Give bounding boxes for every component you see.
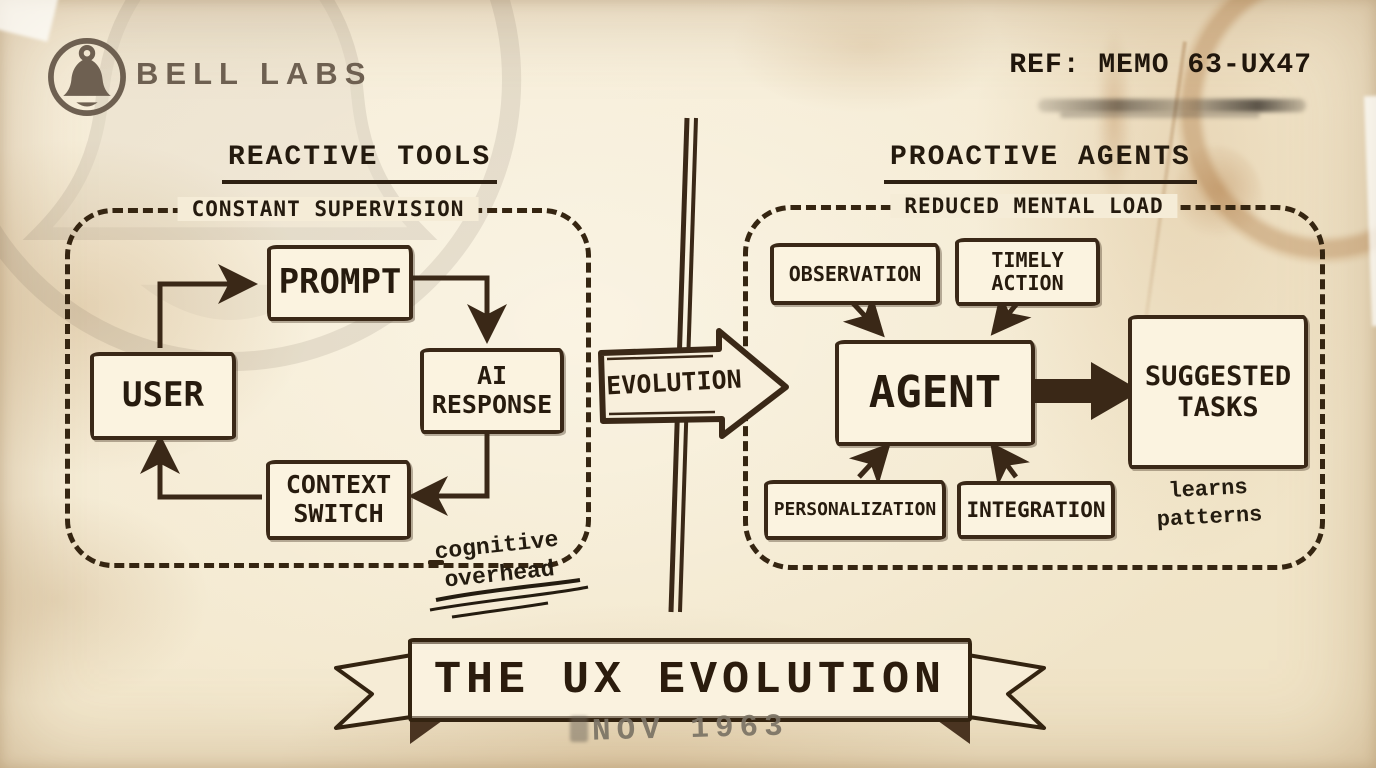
node-prompt: PROMPT	[267, 245, 413, 321]
coffee-stain-blob	[1176, 146, 1262, 242]
memo-reference: REF: MEMO 63-UX47	[1009, 50, 1312, 81]
reactive-tools-container: CONSTANT SUPERVISION	[65, 197, 591, 568]
banner-title: THE UX EVOLUTION	[433, 654, 947, 706]
bell-labs-logo-icon	[48, 38, 126, 116]
node-user: USER	[90, 352, 236, 440]
node-personalization: PERSONALIZATION	[764, 480, 946, 540]
ink-blot	[570, 716, 588, 742]
brand-name: BELL LABS	[136, 56, 373, 91]
dash-mark	[428, 560, 444, 565]
left-boundary-label: CONSTANT SUPERVISION	[177, 197, 479, 221]
node-agent: AGENT	[835, 340, 1035, 446]
cognitive-overhead-note: cognitive overhead	[433, 526, 560, 594]
pencil-smudge	[1038, 99, 1306, 112]
pencil-smudge	[1060, 112, 1260, 118]
node-timely-action: TIMELY ACTION	[955, 238, 1100, 306]
node-suggested-tasks: SUGGESTED TASKS	[1128, 315, 1308, 469]
right-panel-title: PROACTIVE AGENTS	[884, 142, 1197, 184]
coffee-stain-drip	[1090, 22, 1138, 260]
node-integration: INTEGRATION	[957, 481, 1115, 539]
title-banner: THE UX EVOLUTION	[408, 638, 972, 722]
node-ai-response: AI RESPONSE	[420, 348, 564, 434]
node-context-switch: CONTEXT SWITCH	[266, 460, 411, 540]
evolution-arrow-label: EVOLUTION	[605, 364, 743, 401]
node-observation: OBSERVATION	[770, 243, 940, 305]
right-boundary-label: REDUCED MENTAL LOAD	[890, 194, 1178, 218]
date-stamp: NOV 1963	[591, 709, 790, 750]
left-panel-title: REACTIVE TOOLS	[222, 142, 498, 184]
learns-patterns-note: learns patterns	[1156, 474, 1263, 533]
